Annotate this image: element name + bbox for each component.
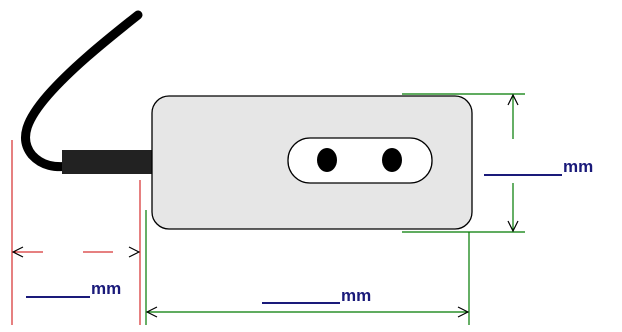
socket-pin-right — [382, 148, 402, 172]
two-pin-socket-icon — [287, 137, 433, 184]
socket-pin-left — [317, 148, 337, 172]
cable-strain-relief — [62, 150, 154, 174]
height-dimension: mm — [402, 93, 593, 233]
height-unit-label: mm — [563, 157, 593, 176]
cable-dimension: mm — [11, 140, 141, 325]
length-dimension: mm — [145, 210, 470, 325]
length-unit-label: mm — [341, 286, 371, 305]
power-cable-icon — [21, 10, 154, 174]
cable-unit-label: mm — [91, 279, 121, 298]
